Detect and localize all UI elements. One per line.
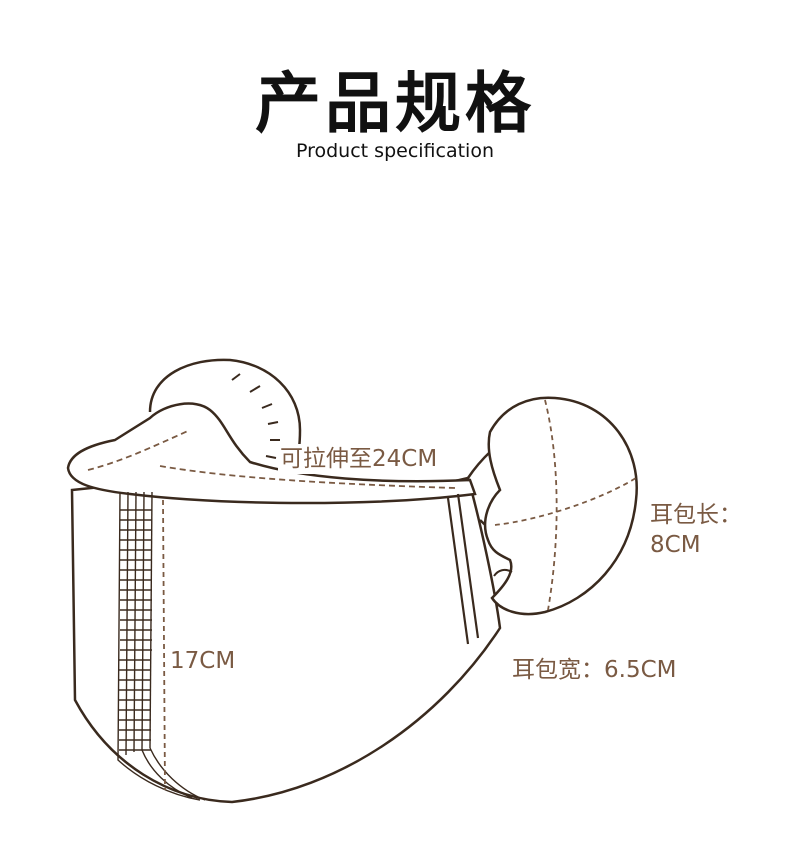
right-seam <box>446 493 480 645</box>
right-ear-pad <box>483 396 638 616</box>
mask-rim <box>66 402 477 505</box>
mesh-strip <box>117 491 206 801</box>
page-subtitle: Product specification <box>295 140 494 162</box>
left-ear-stitches <box>231 373 280 459</box>
height-dashed-line <box>162 499 166 791</box>
page-title: 产品规格 <box>255 65 535 142</box>
ear-pad-length-title: 耳包长： <box>650 502 742 528</box>
rim-dashed-stitch <box>87 429 456 489</box>
ear-pad-length-label: 耳包长： 8CM <box>650 500 742 560</box>
stretch-length-label: 可拉伸至24CM <box>278 444 440 474</box>
mask-height-label: 17CM <box>170 648 236 674</box>
right-ear-dashed-horizontal <box>494 477 637 526</box>
ear-pad-length-value: 8CM <box>650 532 701 558</box>
ear-pad-width-label: 耳包宽：6.5CM <box>512 655 677 685</box>
right-ear-inner-curve <box>493 568 513 577</box>
right-ear-dashed-vertical <box>544 399 558 611</box>
